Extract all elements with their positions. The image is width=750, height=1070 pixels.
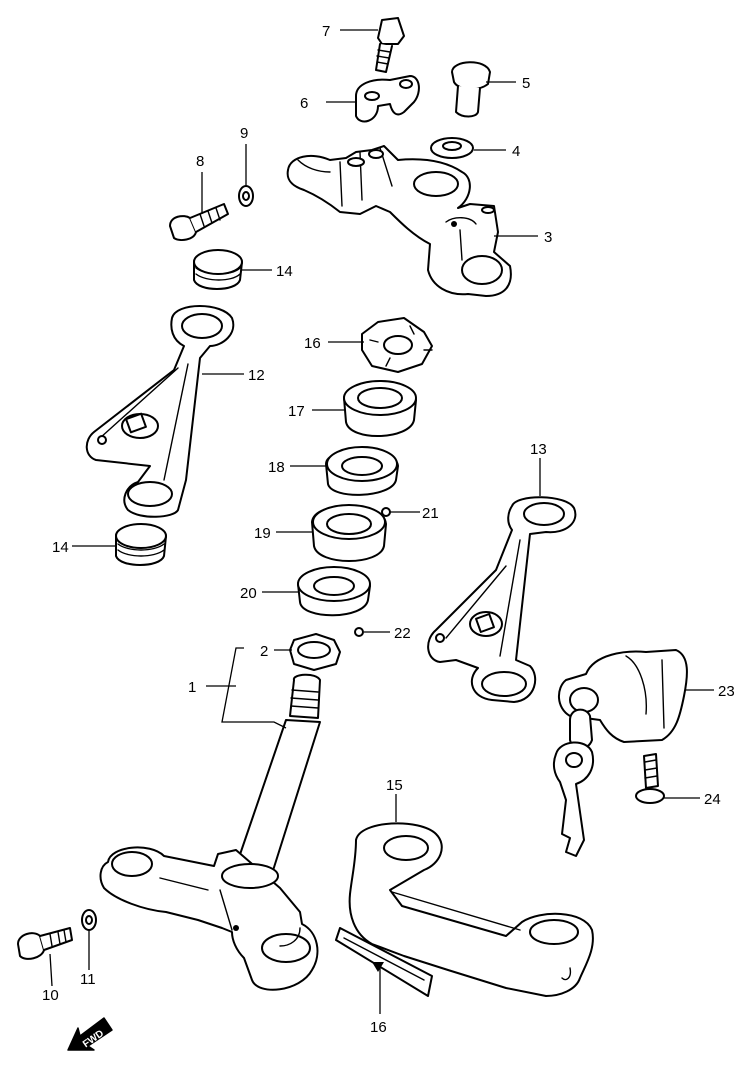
part-22-ball[interactable] bbox=[381, 507, 391, 517]
callout-1: 1 bbox=[188, 679, 196, 696]
part-9-washer[interactable] bbox=[238, 185, 254, 207]
callout-16: 16 bbox=[370, 1019, 387, 1036]
part-8-bolt[interactable] bbox=[169, 203, 229, 241]
callout-9: 9 bbox=[240, 125, 248, 142]
callout-23: 22 bbox=[394, 625, 411, 642]
callout-10: 10 bbox=[42, 987, 59, 1004]
part-7-bolt[interactable] bbox=[375, 17, 405, 73]
callout-13: 13 bbox=[530, 441, 547, 458]
part-25-screw[interactable] bbox=[635, 753, 665, 804]
part-16-emblem[interactable] bbox=[335, 927, 433, 997]
part-4-washer[interactable] bbox=[430, 137, 474, 159]
callout-22: 21 bbox=[422, 505, 439, 522]
part-17-castle-nut[interactable] bbox=[361, 317, 433, 373]
part-15-cover[interactable] bbox=[348, 822, 594, 997]
callout-4: 4 bbox=[512, 143, 520, 160]
part-20-bearing-race[interactable] bbox=[311, 504, 387, 562]
part-12-left-bracket[interactable] bbox=[85, 305, 235, 518]
part-18-bearing[interactable] bbox=[343, 380, 417, 438]
part-24-ignition-switch[interactable] bbox=[558, 649, 688, 743]
callout-17: 16 bbox=[304, 335, 321, 352]
callout-25: 24 bbox=[704, 791, 721, 808]
callout-2: 2 bbox=[260, 643, 268, 660]
part-6-upper-clamp[interactable] bbox=[355, 75, 420, 123]
callout-19: 18 bbox=[268, 459, 285, 476]
part-13-right-bracket[interactable] bbox=[427, 496, 577, 703]
part-21-seal[interactable] bbox=[297, 566, 371, 617]
part-19-seal[interactable] bbox=[325, 446, 399, 496]
callout-14-lower: 14 bbox=[52, 539, 69, 556]
key-icon bbox=[552, 708, 594, 857]
callout-labels: 7 6 5 4 3 8 9 14 12 14 16 17 18 19 21 20… bbox=[42, 23, 735, 1036]
part-3-upper-bracket[interactable] bbox=[286, 145, 512, 297]
part-14-grommet-upper[interactable] bbox=[193, 249, 243, 290]
callout-20: 19 bbox=[254, 525, 271, 542]
part-1-steering-stem[interactable] bbox=[99, 673, 321, 991]
callout-12: 12 bbox=[248, 367, 265, 384]
callout-6: 6 bbox=[300, 95, 308, 112]
callout-14-upper: 14 bbox=[276, 263, 293, 280]
callout-24: 23 bbox=[718, 683, 735, 700]
part-14-grommet-lower[interactable] bbox=[115, 523, 167, 566]
part-2-nut[interactable] bbox=[289, 633, 341, 671]
leader-lines bbox=[49, 29, 714, 1014]
callout-21: 20 bbox=[240, 585, 257, 602]
callout-7: 7 bbox=[322, 23, 330, 40]
callout-5: 5 bbox=[522, 75, 530, 92]
part-5-bolt[interactable] bbox=[451, 61, 491, 118]
part-11-washer[interactable] bbox=[81, 909, 97, 931]
callout-3: 3 bbox=[544, 229, 552, 246]
fwd-arrow-icon: FWD bbox=[67, 1017, 113, 1051]
callout-18: 17 bbox=[288, 403, 305, 420]
part-10-bolt[interactable] bbox=[17, 927, 73, 960]
callout-8: 8 bbox=[196, 153, 204, 170]
part-23-ball[interactable] bbox=[354, 627, 364, 637]
callout-15: 15 bbox=[386, 777, 403, 794]
callout-11: 11 bbox=[80, 971, 96, 988]
